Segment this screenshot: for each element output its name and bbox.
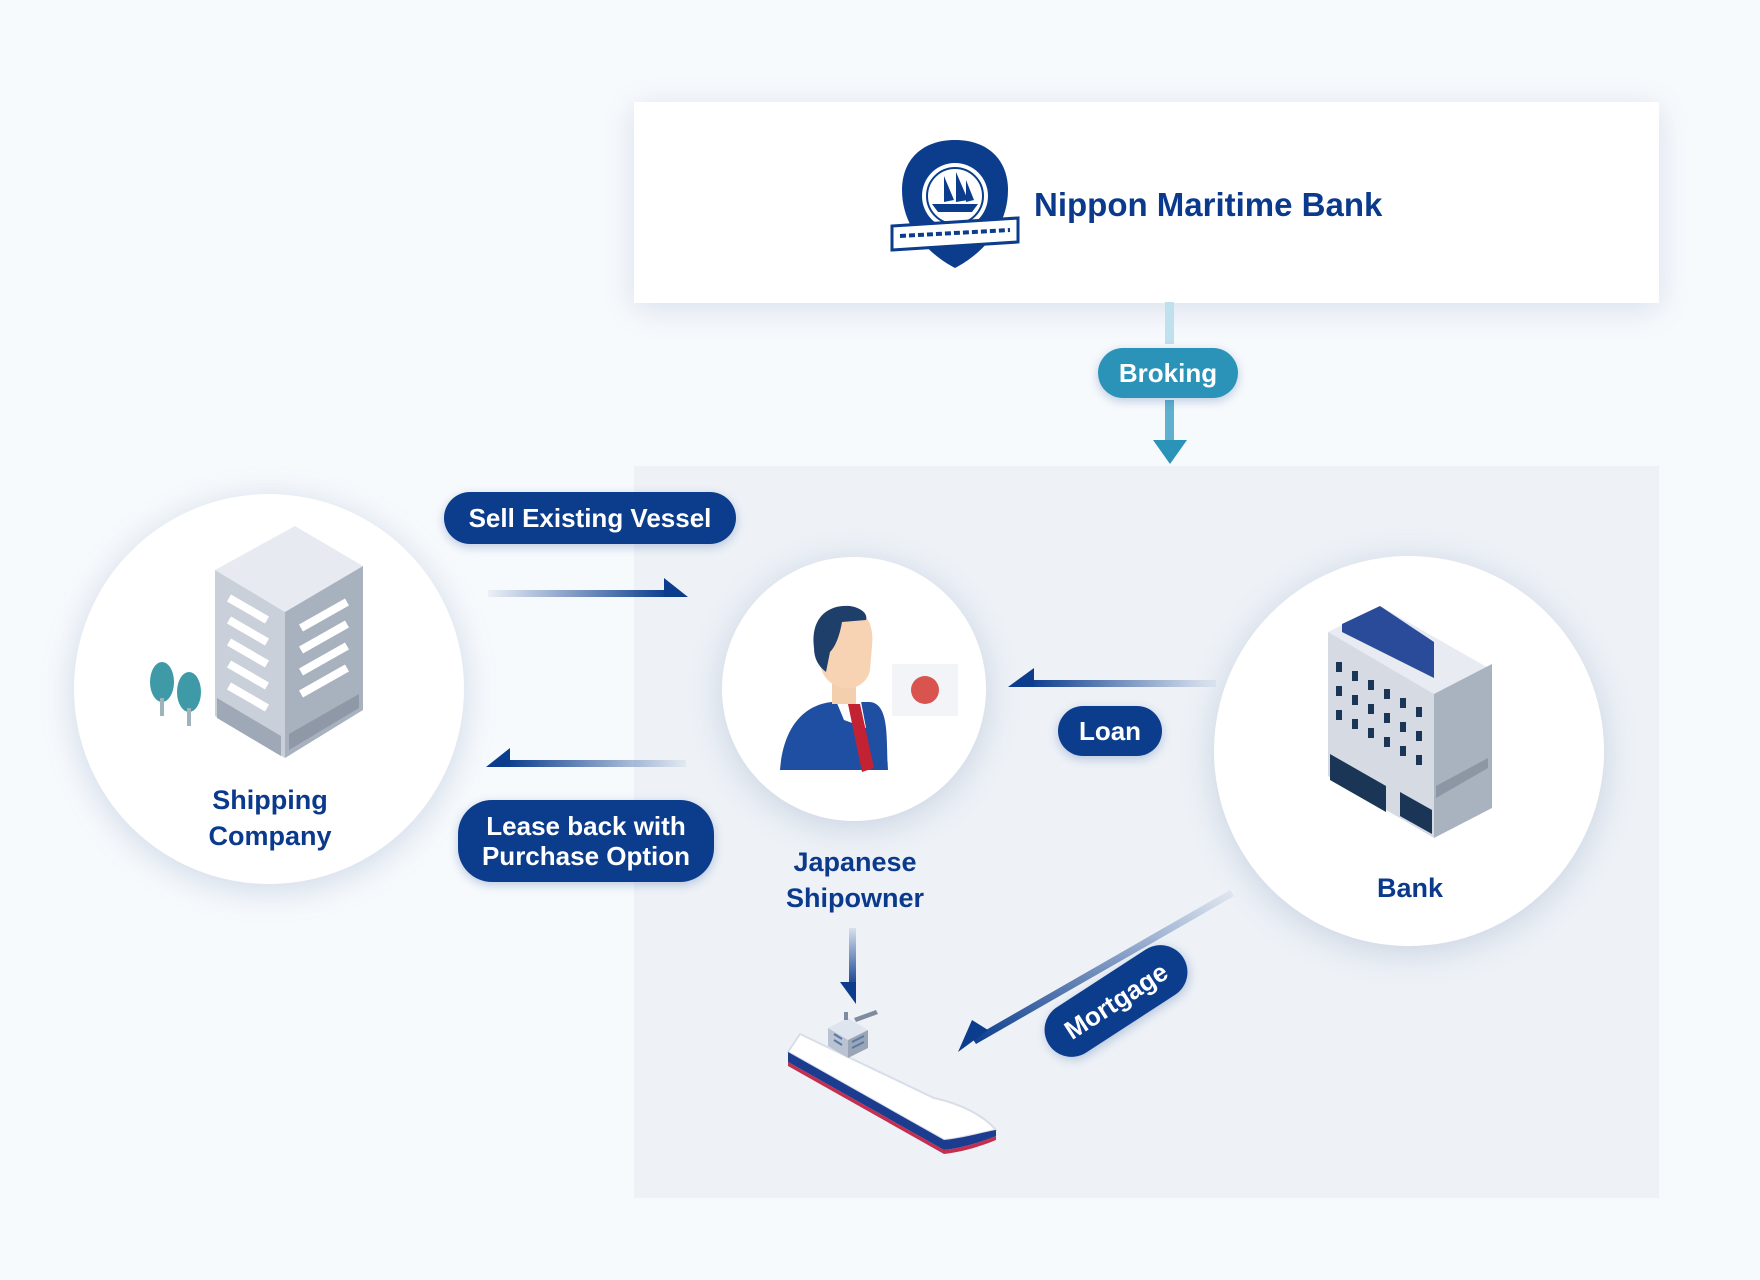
shipowner-to-vessel-arrow	[840, 928, 856, 1004]
nippon-maritime-bank-panel	[634, 102, 1659, 303]
shipping-company-label: Shipping Company	[208, 785, 332, 851]
mortgage-arrow	[958, 890, 1234, 1052]
vessel-icon	[786, 1010, 998, 1154]
sell-existing-vessel-label: Sell Existing Vessel	[444, 492, 736, 544]
lease-back-label: Lease back with Purchase Option	[458, 800, 714, 882]
broking-arrow	[1153, 302, 1187, 464]
office-building-icon	[150, 526, 363, 758]
loan-arrow	[1008, 668, 1216, 687]
bank-building-icon	[1328, 606, 1492, 838]
loan-label: Loan	[1058, 706, 1162, 756]
businessman-icon	[780, 605, 958, 772]
japanese-shipowner-label: Japanese Shipowner	[785, 847, 924, 913]
bank-name-title: Nippon Maritime Bank	[1034, 186, 1383, 223]
broking-label: Broking	[1098, 348, 1238, 398]
sell-vessel-arrow	[488, 578, 688, 597]
lease-back-arrow	[486, 748, 686, 767]
bank-label: Bank	[1376, 873, 1444, 903]
nippon-maritime-bank-logo	[890, 140, 1020, 268]
